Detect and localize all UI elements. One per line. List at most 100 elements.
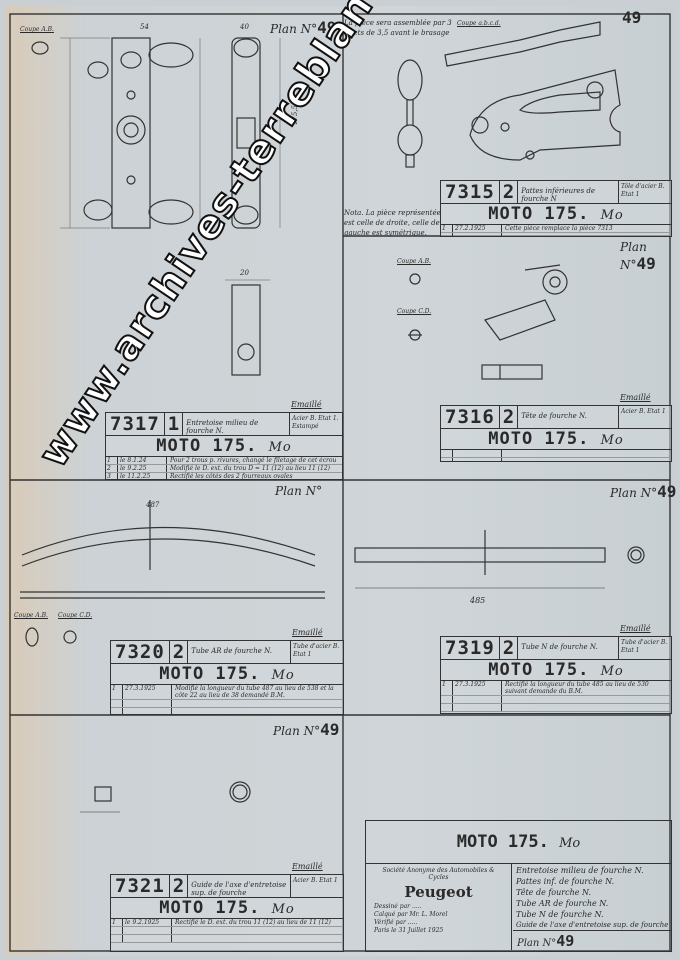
part-quantity: 2 bbox=[500, 637, 519, 659]
part-model: MOTO 175. Mo bbox=[111, 664, 343, 685]
section-label-ab: Coupe A.B. bbox=[20, 26, 54, 33]
part-number: 7316 bbox=[441, 406, 500, 428]
part-model: MOTO 175. Mo bbox=[106, 436, 342, 457]
revision-row: 2 le 9.2.25 Modifié le D. ext. du trou D… bbox=[106, 465, 342, 473]
dim-width-54: 54 bbox=[140, 23, 149, 31]
contents-item: Pattes inf. de fourche N. bbox=[516, 877, 615, 886]
revision-row: 1 le 8.1.24 Pour 2 trous p. rivures, cha… bbox=[106, 457, 342, 465]
drawing-7316 bbox=[408, 264, 568, 380]
part-number: 7315 bbox=[441, 181, 500, 203]
revision-date: 27.3.1925 bbox=[123, 685, 172, 699]
part-number: 7319 bbox=[441, 637, 500, 659]
finish-label-7317: Emaillé bbox=[291, 400, 322, 409]
finish-label-7316: Emaillé bbox=[620, 393, 651, 402]
part-header: 7317 1 Entretoise milieu de fourche N. A… bbox=[106, 413, 342, 436]
part-header: 7316 2 Tête de fourche N. Acier B. Etat … bbox=[441, 406, 671, 429]
revision-index: 3 bbox=[106, 473, 118, 479]
revision-text: Modifié la longueur du tube 487 au lieu … bbox=[175, 685, 334, 699]
section-label-ab-2: Coupe A.B. bbox=[397, 258, 431, 265]
revision-row-empty bbox=[441, 450, 671, 458]
part-number: 7321 bbox=[111, 875, 170, 897]
title-block-7319: 7319 2 Tube N de fourche N. Tube d'acier… bbox=[440, 636, 672, 714]
revision-row-empty bbox=[441, 704, 671, 712]
plan-number-2: 49 bbox=[622, 8, 642, 27]
revision-row: 3 le 11.2.25 Rectifié les côtés des 2 fo… bbox=[106, 473, 342, 480]
revision-date: le 8.1.24 bbox=[118, 457, 167, 464]
plan-number-5: Plan N°49 bbox=[610, 482, 677, 501]
contents-item: Tube N de fourche N. bbox=[516, 910, 604, 919]
drawing-7319 bbox=[354, 530, 645, 589]
revision-index: 2 bbox=[106, 465, 118, 472]
part-quantity: 2 bbox=[500, 181, 519, 203]
part-description: Guide de l'axe d'entretoise sup. de four… bbox=[191, 881, 287, 897]
part-header: 7319 2 Tube N de fourche N. Tube d'acier… bbox=[441, 637, 671, 660]
part-material: Tube d'acier B. Etat 1 bbox=[618, 637, 671, 659]
revision-row-empty bbox=[111, 935, 343, 943]
part-quantity: 2 bbox=[500, 406, 519, 428]
title-block-7315: 7315 2 Pattes inférieures de fourche N T… bbox=[440, 180, 672, 237]
revision-row: 1 27.3.1925 Rectifié la longueur du tube… bbox=[441, 681, 671, 696]
part-quantity: 1 bbox=[165, 413, 184, 435]
drawing-sheet bbox=[6, 6, 674, 956]
part-description: Tube N de fourche N. bbox=[521, 643, 598, 651]
section-label-ab-3: Coupe A.B. bbox=[14, 612, 48, 619]
section-label-cd-2: Coupe C.D. bbox=[397, 308, 432, 315]
revision-text: Pour 2 trous p. rivures, changé le filet… bbox=[170, 457, 337, 464]
part-quantity: 2 bbox=[170, 875, 189, 897]
drawing-7317-front bbox=[31, 37, 261, 376]
part-header: 7321 2 Guide de l'axe d'entretoise sup. … bbox=[111, 875, 343, 898]
revision-row-empty bbox=[111, 700, 343, 708]
plan-number-3: Plan N°49 bbox=[620, 240, 656, 273]
revision-text: Rectifié la longueur du tube 485 au lieu… bbox=[505, 681, 649, 695]
part-material: Acier B. Etat 1 bbox=[618, 406, 671, 428]
part-material: Acier B. Etat 1 bbox=[290, 875, 343, 897]
drawing-7320 bbox=[20, 500, 325, 647]
contents-item: Tube AR de fourche N. bbox=[516, 899, 609, 908]
main-plan-number: Plan N°49 bbox=[513, 930, 671, 951]
part-description: Pattes inférieures de fourche N bbox=[521, 187, 596, 203]
revision-index: 1 bbox=[111, 919, 123, 926]
verified-by: Vérifié par ..... bbox=[374, 919, 418, 926]
revision-row-empty bbox=[441, 696, 671, 704]
part-material: Acier B. Etat 1. Estampé bbox=[289, 413, 342, 435]
main-model: MOTO 175. Mo bbox=[366, 821, 671, 864]
plan-number-1: Plan N°49 bbox=[270, 18, 337, 37]
title-block-7321: 7321 2 Guide de l'axe d'entretoise sup. … bbox=[110, 874, 344, 952]
company-name: Société Anonyme des Automobiles & Cycles bbox=[382, 867, 495, 881]
revision-date: le 9.2.1925 bbox=[123, 919, 172, 926]
revision-row: 1 27.2.1925 Cette pièce remplace la pièc… bbox=[441, 225, 671, 233]
part-model: MOTO 175. Mo bbox=[111, 898, 343, 919]
part-material: Tôle d'acier B. Etat 1 bbox=[618, 181, 671, 203]
nota-note: Nota. La pièce représentée est celle de … bbox=[344, 209, 441, 237]
revision-row-empty bbox=[441, 233, 671, 236]
revision-text: Rectifié les côtés des 2 fourreaux ovale… bbox=[170, 473, 293, 480]
part-number: 7317 bbox=[106, 413, 165, 435]
revision-index: 1 bbox=[111, 685, 123, 699]
part-description: Tête de fourche N. bbox=[521, 412, 587, 420]
revision-date: 27.2.1925 bbox=[453, 225, 502, 232]
revision-text: Rectifié le D. ext. du trou 11 (12) au l… bbox=[175, 919, 331, 926]
part-description: Tube AR de fourche N. bbox=[191, 647, 273, 655]
drawing-7315 bbox=[397, 21, 621, 168]
brand-logo: Peugeot bbox=[404, 883, 473, 901]
part-material: Tube d'acier B. Etat 1 bbox=[290, 641, 343, 663]
revision-row: 1 le 9.2.1925 Rectifié le D. ext. du tro… bbox=[111, 919, 343, 927]
contents-list: Entretoise milieu de fourche N. Pattes i… bbox=[513, 864, 671, 932]
drawn-by: Dessiné par ..... bbox=[374, 903, 422, 910]
part-model: MOTO 175. Mo bbox=[441, 660, 671, 681]
revision-date: le 11.2.25 bbox=[118, 473, 167, 479]
revision-row: 1 27.3.1925 Modifié la longueur du tube … bbox=[111, 685, 343, 700]
part-number: 7320 bbox=[111, 641, 170, 663]
dim-tube-length: 485 bbox=[470, 596, 486, 605]
finish-label-7319: Emaillé bbox=[620, 624, 651, 633]
checked-by: Calqué par Mr. L. Morel bbox=[374, 911, 448, 918]
revision-index: 1 bbox=[441, 681, 453, 695]
part-header: 7320 2 Tube AR de fourche N. Tube d'acie… bbox=[111, 641, 343, 664]
drawing-7321 bbox=[80, 781, 251, 813]
revision-row-empty bbox=[441, 458, 671, 461]
contents-item: Guide de l'axe d'entretoise sup. de four… bbox=[516, 921, 669, 929]
part-model: MOTO 175. Mo bbox=[441, 204, 671, 225]
revision-row-empty bbox=[111, 708, 343, 714]
revision-index: 1 bbox=[106, 457, 118, 464]
